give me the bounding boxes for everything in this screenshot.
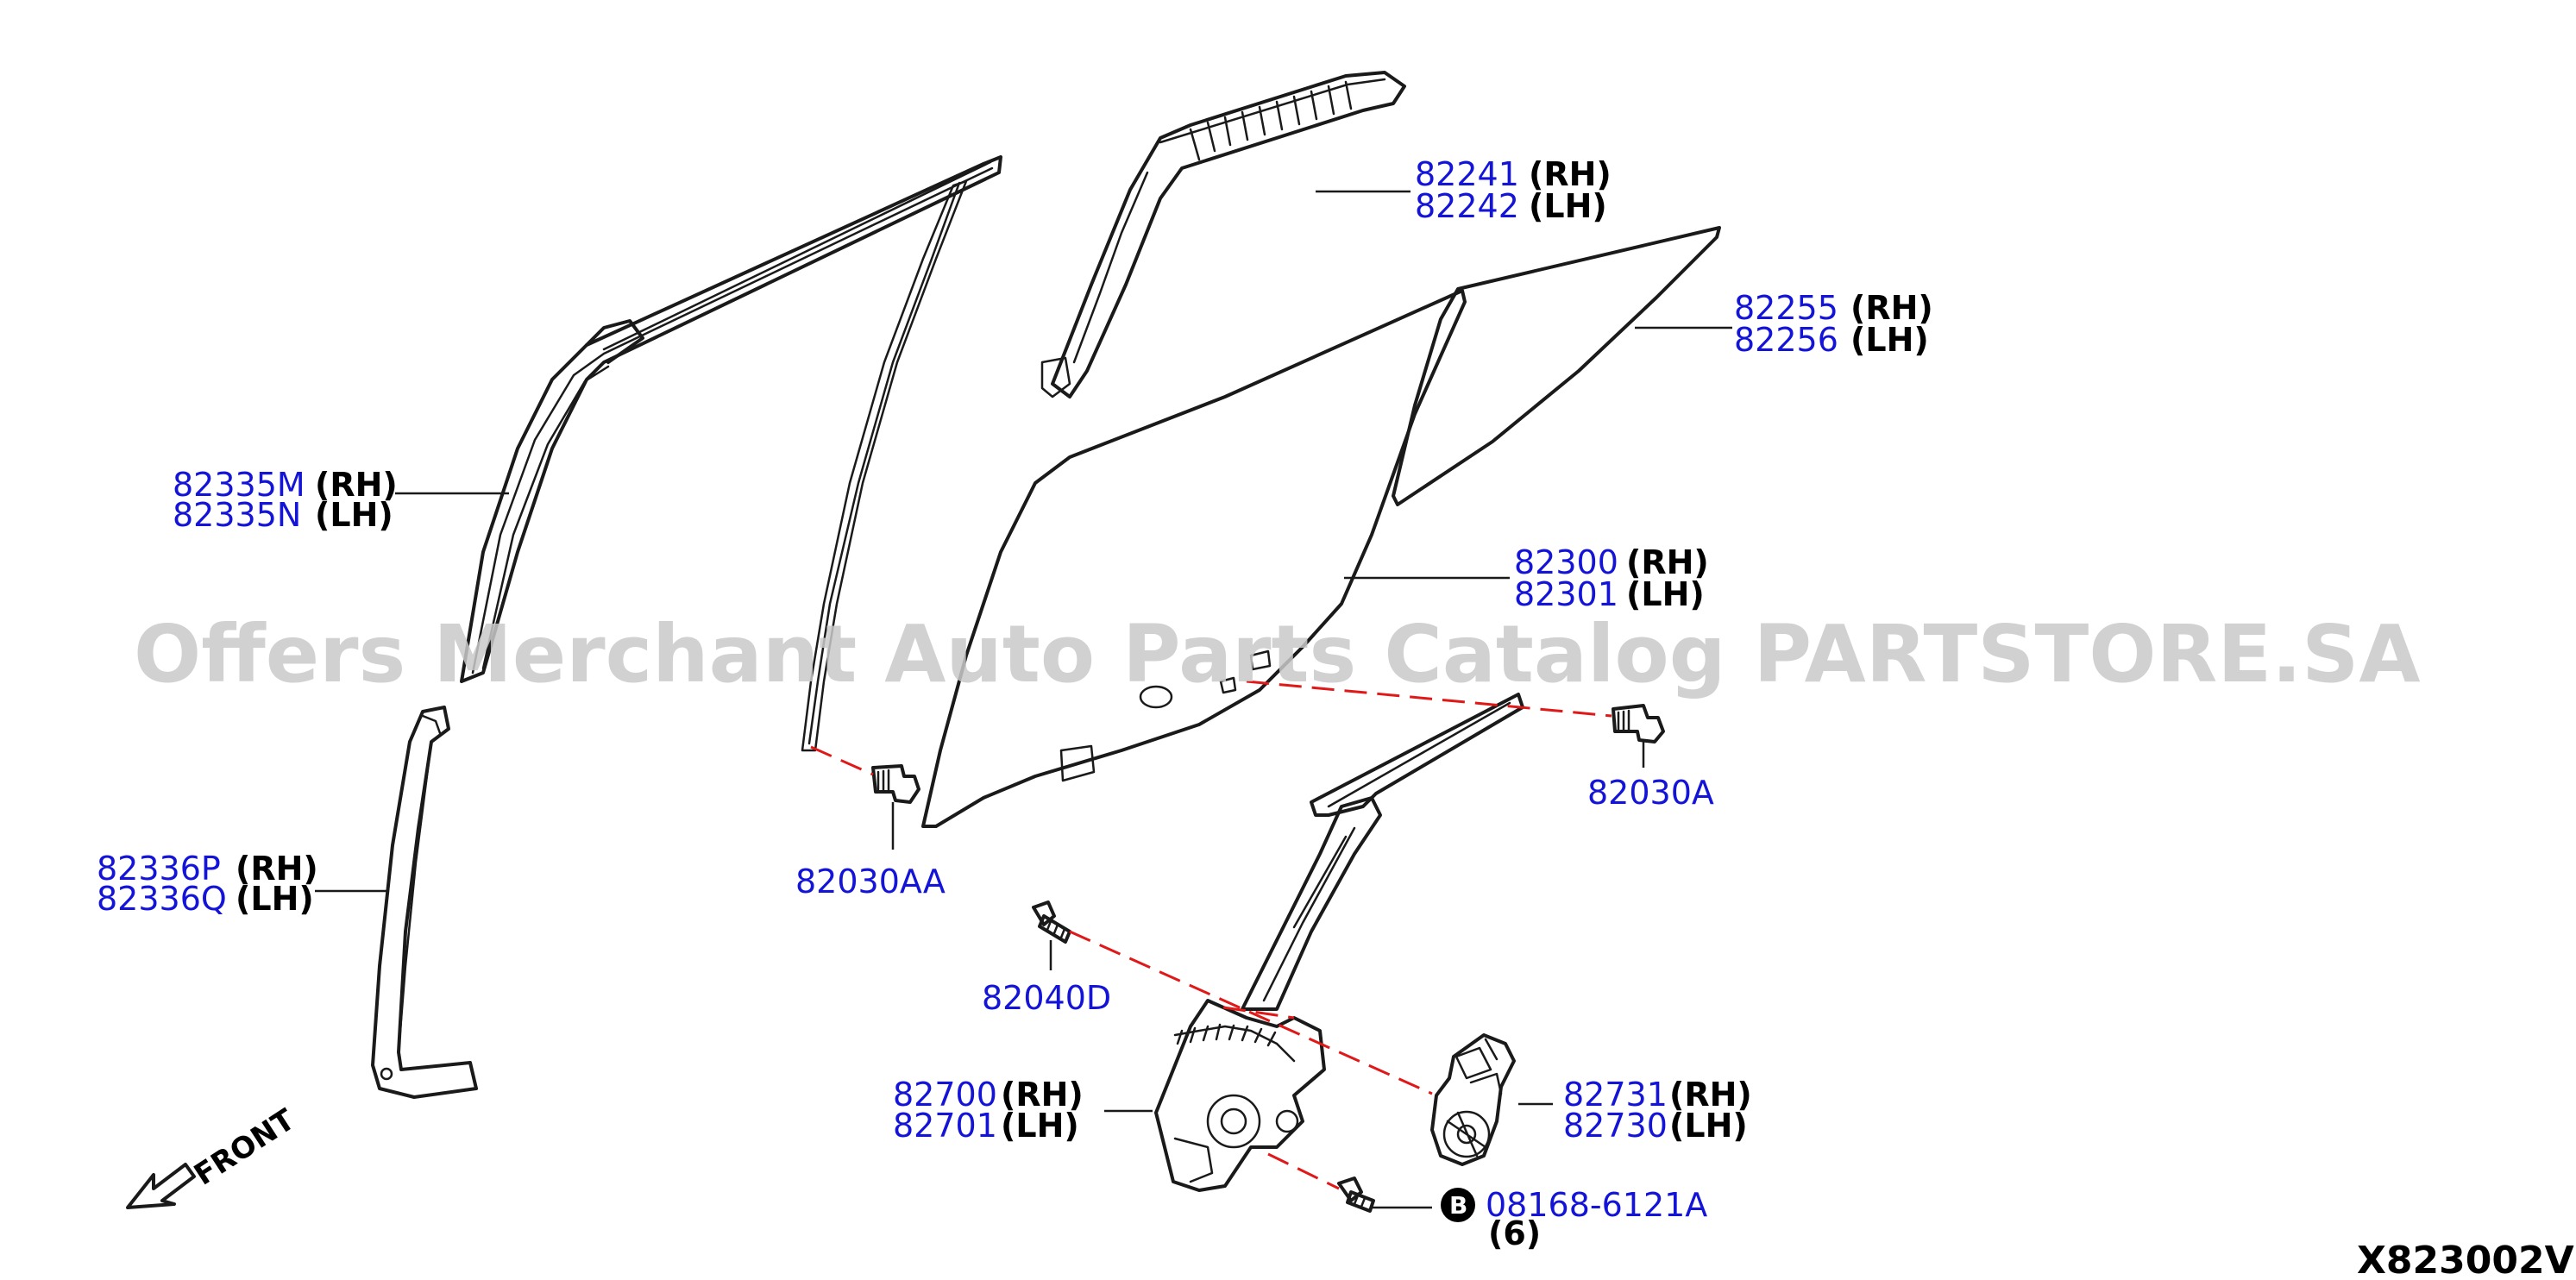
bolt-08168-6121a bbox=[1337, 1176, 1375, 1213]
side-label: (LH) bbox=[1669, 1107, 1748, 1145]
callout-82700: 82700 (RH) 82701 (LH) bbox=[893, 1076, 1084, 1145]
callout-82336: 82336P (RH) 82336Q (LH) bbox=[97, 850, 318, 918]
part-number: 82335N bbox=[173, 496, 301, 534]
part-number: 82241 bbox=[1415, 155, 1519, 193]
front-arrow-icon bbox=[126, 1163, 196, 1209]
side-label: (RH) bbox=[1669, 1076, 1752, 1114]
part-number: 82242 bbox=[1415, 187, 1519, 225]
bolt-82030aa bbox=[871, 764, 920, 804]
part-number: 82300 bbox=[1514, 543, 1618, 581]
motor-part bbox=[1430, 1033, 1516, 1166]
front-label: FRONT bbox=[188, 1102, 301, 1193]
side-label: (LH) bbox=[1626, 575, 1705, 613]
side-label: (RH) bbox=[1626, 543, 1709, 581]
side-label: (LH) bbox=[1850, 321, 1929, 359]
callout-82241: 82241 (RH) 82242 (LH) bbox=[1415, 155, 1612, 225]
bolt-82030a bbox=[1612, 704, 1665, 744]
callout-82300: 82300 (RH) 82301 (LH) bbox=[1514, 543, 1709, 613]
door-glass-part bbox=[921, 289, 1467, 828]
part-number: 82255 bbox=[1734, 289, 1838, 327]
part-number: 82335M bbox=[173, 466, 305, 504]
side-label: (LH) bbox=[236, 880, 314, 918]
side-label: (RH) bbox=[236, 850, 318, 888]
bolt-82040d bbox=[1032, 900, 1071, 944]
part-number: 82701 bbox=[893, 1107, 997, 1145]
part-number: 82336P bbox=[97, 850, 221, 888]
front-indicator: FRONT bbox=[126, 1102, 302, 1209]
leader-lines bbox=[315, 190, 1732, 1209]
callout-08168: B 08168-6121A (6) bbox=[1441, 1186, 1707, 1252]
lower-sash-part bbox=[371, 706, 478, 1099]
callout-82731: 82731 (RH) 82730 (LH) bbox=[1563, 1076, 1752, 1145]
part-number-82030a: 82030A bbox=[1587, 774, 1714, 812]
diagram-code: X823002V bbox=[2357, 1239, 2574, 1280]
side-label: (LH) bbox=[1001, 1107, 1079, 1145]
callout-82255: 82255 (RH) 82256 (LH) bbox=[1734, 289, 1933, 359]
part-number: 82256 bbox=[1734, 321, 1838, 359]
quantity-label: (6) bbox=[1488, 1214, 1541, 1252]
part-number: 82336Q bbox=[97, 880, 227, 918]
part-number: 08168-6121A bbox=[1486, 1186, 1707, 1224]
regulator-part bbox=[1154, 693, 1524, 1192]
side-label: (RH) bbox=[315, 466, 398, 504]
side-label: (RH) bbox=[1850, 289, 1933, 327]
part-number-82040d: 82040D bbox=[982, 979, 1111, 1017]
quarter-glass-part bbox=[1392, 226, 1721, 506]
part-number: 82731 bbox=[1563, 1076, 1668, 1114]
front-sash-part bbox=[460, 155, 1002, 752]
weatherstrip-part bbox=[1040, 71, 1406, 398]
watermark-text: Offers Merchant Auto Parts Catalog PARTS… bbox=[134, 608, 2421, 700]
side-label: (RH) bbox=[1001, 1076, 1084, 1114]
bolt-b-badge: B bbox=[1449, 1191, 1467, 1220]
callout-82335: 82335M (RH) 82335N (LH) bbox=[173, 466, 398, 534]
part-number: 82730 bbox=[1563, 1107, 1668, 1145]
part-number: 82301 bbox=[1514, 575, 1618, 613]
side-label: (LH) bbox=[1529, 187, 1607, 225]
part-number: 82700 bbox=[893, 1076, 997, 1114]
mounting-lines bbox=[810, 680, 1612, 1190]
part-number-82030aa: 82030AA bbox=[795, 863, 946, 900]
side-label: (RH) bbox=[1529, 155, 1612, 193]
side-label: (LH) bbox=[315, 496, 393, 534]
